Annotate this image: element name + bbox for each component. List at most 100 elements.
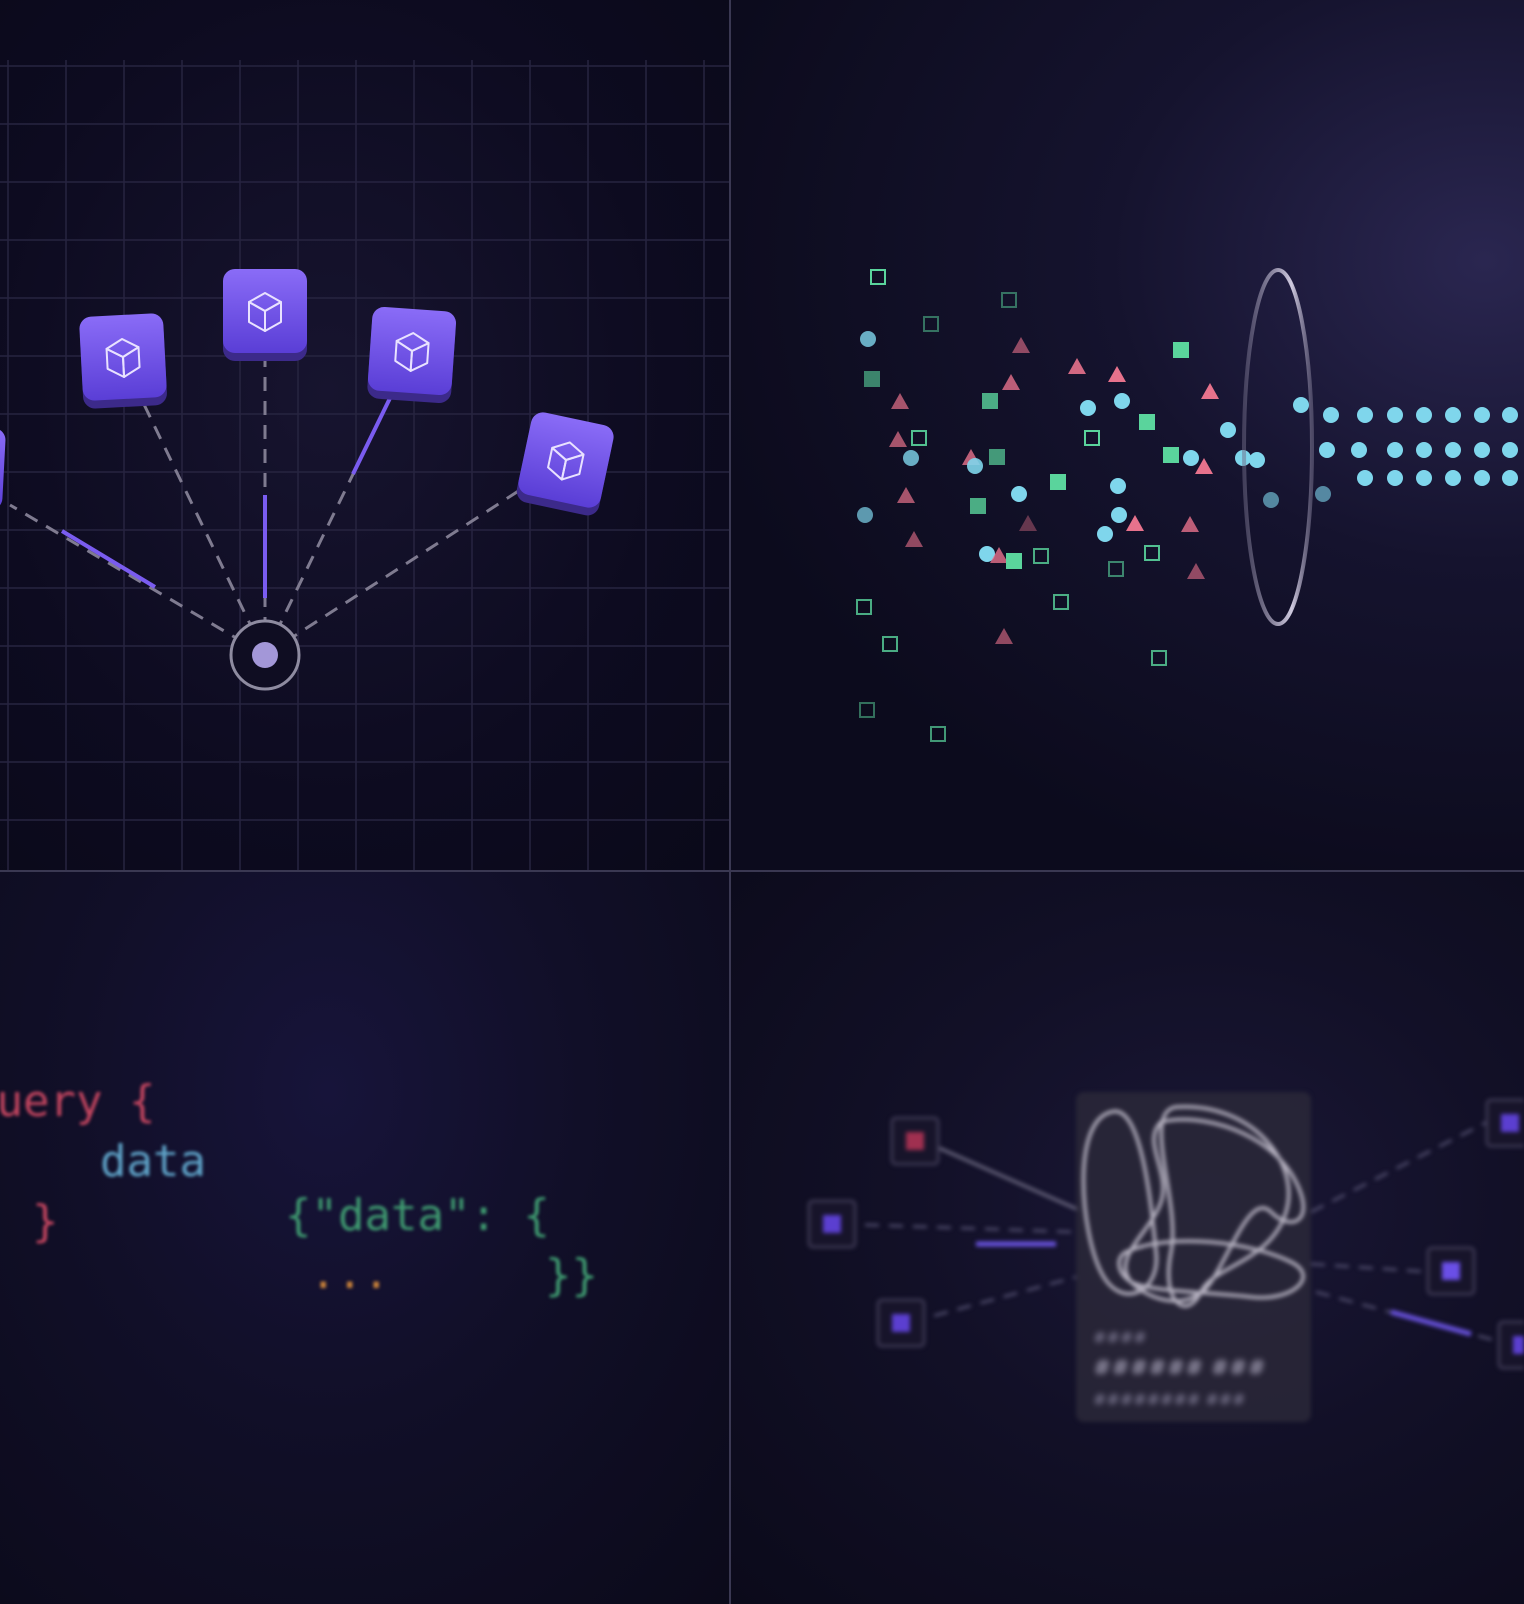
card-meta: ######## ### — [1093, 1390, 1246, 1409]
active-line — [60, 529, 157, 589]
triangle-shape — [905, 531, 923, 547]
circle-shape — [1183, 450, 1199, 466]
circle-shape — [1080, 400, 1096, 416]
graph-panel: #### ###### ### ######## ### — [731, 872, 1524, 1604]
square-shape — [989, 449, 1005, 465]
circle-shape — [1220, 422, 1236, 438]
cube-node — [367, 306, 457, 404]
output-dot — [1263, 492, 1279, 508]
square-outline-shape — [930, 726, 946, 742]
card-title: ###### ### — [1093, 1356, 1266, 1381]
graph-node — [807, 1199, 857, 1249]
circle-shape — [1110, 478, 1126, 494]
square-outline-shape — [1151, 650, 1167, 666]
output-dot — [1387, 470, 1403, 486]
scatter-shapes — [856, 269, 1251, 742]
triangle-shape — [1181, 516, 1199, 532]
cube-node — [223, 269, 307, 361]
square-outline-shape — [1033, 548, 1049, 564]
fanout-panel — [0, 0, 729, 870]
square-shape — [864, 371, 880, 387]
graph-node — [1497, 1320, 1524, 1370]
graph-graphic — [807, 1092, 1524, 1422]
output-dot — [1319, 442, 1335, 458]
square-shape — [982, 393, 998, 409]
circle-shape — [979, 546, 995, 562]
output-dot — [1445, 407, 1461, 423]
triangle-shape — [889, 431, 907, 447]
output-dot — [1445, 442, 1461, 458]
circle-shape — [1097, 526, 1113, 542]
graph-node — [876, 1298, 926, 1348]
output-dot — [1445, 470, 1461, 486]
triangle-shape — [1019, 515, 1037, 531]
output-dots — [1249, 397, 1518, 508]
circle-shape — [860, 331, 876, 347]
circle-shape — [1111, 507, 1127, 523]
output-dot — [1502, 442, 1518, 458]
connection-lines — [9, 350, 521, 657]
output-dot — [1323, 407, 1339, 423]
card-small-label: #### — [1093, 1328, 1147, 1347]
square-outline-shape — [1084, 430, 1100, 446]
output-dot — [1249, 452, 1265, 468]
triangle-shape — [1108, 366, 1126, 382]
square-outline-shape — [859, 702, 875, 718]
square-shape — [1139, 414, 1155, 430]
horizontal-divider — [0, 870, 1524, 872]
output-dot — [1416, 470, 1432, 486]
square-outline-shape — [1144, 545, 1160, 561]
square-shape — [970, 498, 986, 514]
output-dot — [1502, 407, 1518, 423]
code-response-close: }} — [545, 1250, 598, 1301]
center-node — [229, 619, 301, 691]
square-outline-shape — [882, 636, 898, 652]
cube-node — [0, 427, 6, 510]
circle-shape — [1114, 393, 1130, 409]
triangle-shape — [1002, 374, 1020, 390]
output-dot — [1474, 407, 1490, 423]
background-grid — [0, 60, 729, 870]
code-query-line: query { — [0, 1076, 156, 1127]
triangle-shape — [995, 628, 1013, 644]
output-dot — [1357, 407, 1373, 423]
square-outline-shape — [870, 269, 886, 285]
triangle-shape — [1012, 337, 1030, 353]
output-dot — [1351, 442, 1367, 458]
code-field-line: data — [100, 1136, 206, 1187]
output-dot — [1474, 442, 1490, 458]
output-dot — [1416, 442, 1432, 458]
square-outline-shape — [911, 430, 927, 446]
triangle-shape — [897, 487, 915, 503]
square-shape — [1173, 342, 1189, 358]
code-close-brace: } — [32, 1196, 59, 1247]
filter-panel — [731, 0, 1524, 870]
cube-node — [79, 313, 167, 409]
circle-shape — [903, 450, 919, 466]
cube-node — [516, 412, 614, 516]
filter-ring — [1242, 268, 1314, 626]
square-outline-shape — [1053, 594, 1069, 610]
output-dot — [1387, 407, 1403, 423]
fanout-graphic — [0, 60, 729, 870]
circle-shape — [967, 458, 983, 474]
triangle-shape — [891, 393, 909, 409]
code-response-line: {"data": { — [285, 1190, 550, 1241]
triangle-shape — [1126, 515, 1144, 531]
output-dot — [1357, 470, 1373, 486]
output-dot — [1293, 397, 1309, 413]
triangle-shape — [1201, 383, 1219, 399]
graph-node — [1485, 1098, 1524, 1148]
output-dot — [1387, 442, 1403, 458]
output-dot — [1474, 470, 1490, 486]
central-card — [1076, 1092, 1311, 1422]
square-shape — [1163, 447, 1179, 463]
filter-graphic — [856, 268, 1518, 742]
square-shape — [1006, 553, 1022, 569]
vertical-divider — [729, 0, 731, 1604]
triangle-shape — [1187, 563, 1205, 579]
square-outline-shape — [923, 316, 939, 332]
code-panel: query { data } {"data": { ... }} — [0, 872, 729, 1604]
circle-shape — [857, 507, 873, 523]
